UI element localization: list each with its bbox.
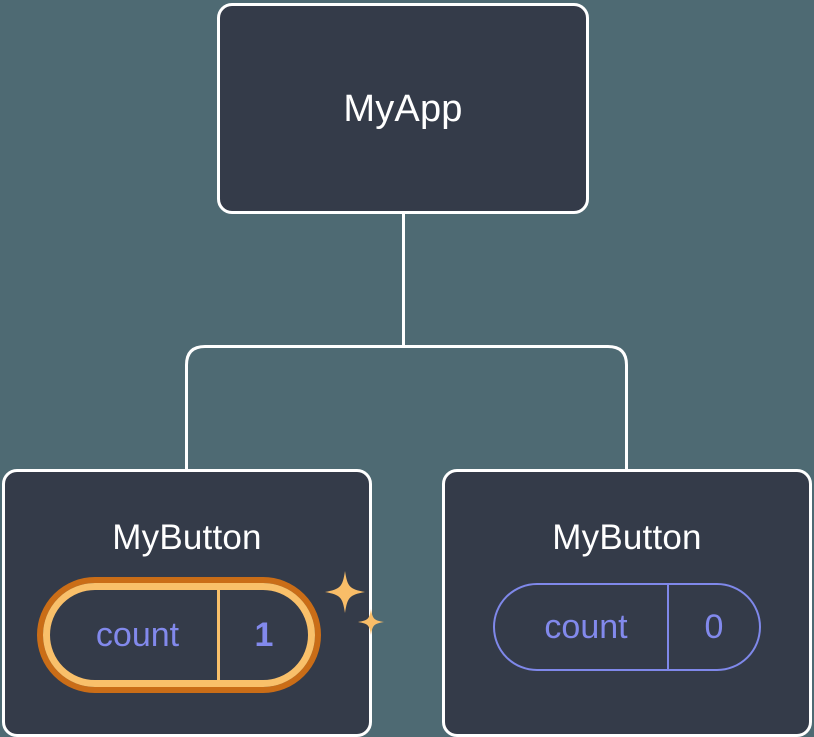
state-pill-plain-wrap: count 0 xyxy=(493,583,761,671)
state-pill-body: count 1 xyxy=(43,583,315,687)
state-pill-highlight-ring xyxy=(37,577,321,693)
connector-branch-left xyxy=(185,345,404,470)
state-pill-highlighted[interactable]: count 1 xyxy=(37,571,384,693)
connector-branch-right xyxy=(403,345,628,470)
node-mybutton-left-label: MyButton xyxy=(112,518,262,557)
node-mybutton-right-label: MyButton xyxy=(552,518,702,557)
node-mybutton-right[interactable]: MyButton count 0 xyxy=(442,469,812,737)
state-pill-key: count xyxy=(544,608,628,646)
node-mybutton-right-content: MyButton count 0 xyxy=(445,472,809,734)
sparkle-small-icon xyxy=(358,609,384,635)
sparkle-large-icon xyxy=(325,571,365,613)
sparkle-group xyxy=(325,571,384,635)
state-pill-key: count xyxy=(95,616,180,654)
state-pill-value: 1 xyxy=(217,590,308,680)
state-pill-plain[interactable]: count 0 xyxy=(493,583,761,671)
node-myapp[interactable]: MyApp xyxy=(217,3,589,214)
node-mybutton-left-content: MyButton count 1 xyxy=(5,472,384,734)
node-myapp-label: MyApp xyxy=(343,87,463,130)
state-pill-value: 0 xyxy=(667,585,759,669)
node-mybutton-left[interactable]: MyButton count 1 xyxy=(2,469,384,737)
